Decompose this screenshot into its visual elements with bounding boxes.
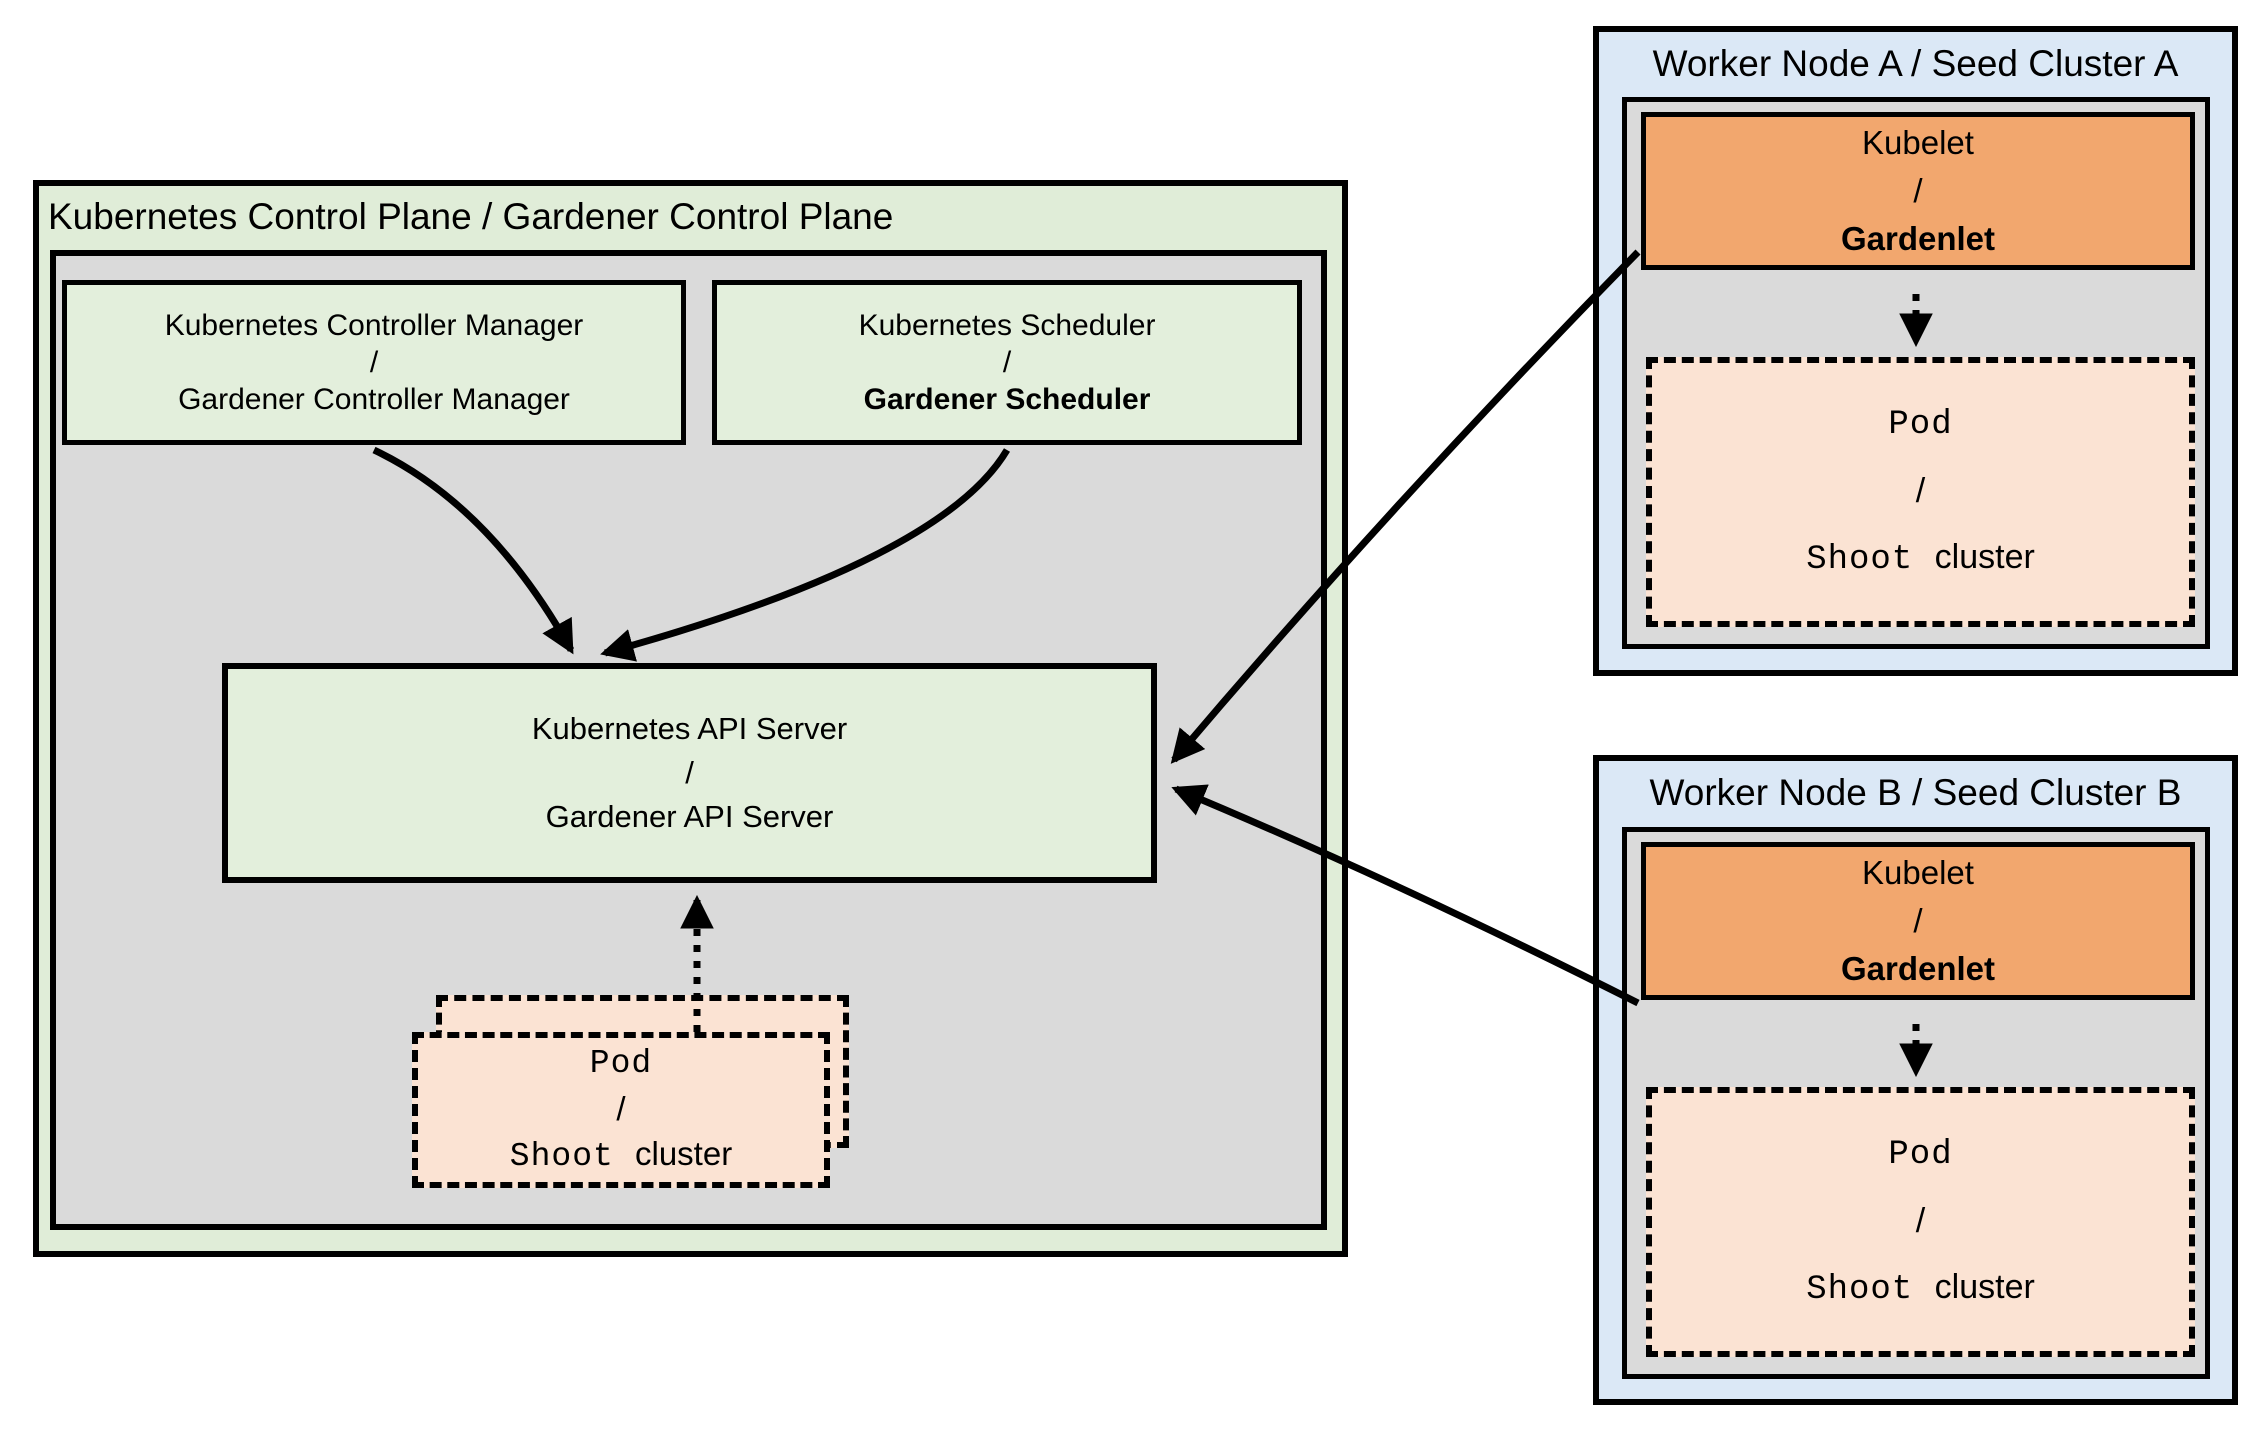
- pod-shoot-cluster-box-front: Pod / Shoot cluster: [412, 1032, 830, 1188]
- api-server-line1: Kubernetes API Server: [531, 711, 848, 746]
- worker-node-b-title: Worker Node B / Seed Cluster B: [1649, 772, 2182, 813]
- pod-b-line1: Pod: [1888, 1135, 1953, 1174]
- controller-manager-separator: /: [369, 346, 379, 379]
- kubelet-a-separator: /: [1913, 172, 1923, 209]
- control-plane-title: Kubernetes Control Plane / Gardener Cont…: [48, 196, 894, 237]
- pod-a-line3-cluster: cluster: [1934, 537, 2035, 576]
- kubelet-b-box: Kubelet / Gardenlet: [1641, 842, 2195, 1000]
- api-server-box: Kubernetes API Server / Gardener API Ser…: [222, 663, 1157, 883]
- kubelet-a-box: Kubelet / Gardenlet: [1641, 112, 2195, 270]
- pod-a-line1: Pod: [1888, 405, 1953, 444]
- api-server-separator: /: [685, 755, 694, 790]
- kubelet-b-separator: /: [1913, 902, 1923, 939]
- pod-line1: Pod: [589, 1045, 653, 1082]
- pod-a-line3-shoot: Shoot: [1806, 540, 1914, 579]
- scheduler-box: Kubernetes Scheduler / Gardener Schedule…: [712, 280, 1302, 445]
- pod-b-line3: Shoot cluster: [1806, 1254, 2035, 1323]
- api-server-line2: Gardener API Server: [545, 799, 834, 834]
- pod-line3-cluster: cluster: [635, 1135, 733, 1172]
- pod-b-line3-cluster: cluster: [1934, 1267, 2035, 1306]
- pod-a-box: Pod / Shoot cluster: [1646, 357, 2195, 627]
- kubelet-b-line3: Gardenlet: [1840, 950, 1996, 987]
- controller-manager-line2: Gardener Controller Manager: [178, 383, 570, 416]
- kubelet-a-line3: Gardenlet: [1840, 220, 1996, 257]
- pod-b-separator: /: [1915, 1201, 1926, 1240]
- kubelet-a-line1: Kubelet: [1862, 124, 1974, 161]
- pod-b-line3-shoot: Shoot: [1806, 1270, 1914, 1309]
- pod-b-box: Pod / Shoot cluster: [1646, 1087, 2195, 1357]
- scheduler-separator: /: [1002, 346, 1012, 379]
- pod-separator: /: [616, 1090, 626, 1127]
- worker-node-a-title: Worker Node A / Seed Cluster A: [1652, 43, 2179, 84]
- pod-a-line3: Shoot cluster: [1806, 524, 2035, 593]
- kubelet-b-line1: Kubelet: [1862, 854, 1974, 891]
- pod-line3: Shoot cluster: [510, 1131, 732, 1179]
- scheduler-line1: Kubernetes Scheduler: [858, 309, 1156, 342]
- pod-line3-shoot: Shoot: [509, 1138, 614, 1175]
- controller-manager-line1: Kubernetes Controller Manager: [164, 309, 584, 342]
- pod-a-separator: /: [1915, 471, 1926, 510]
- scheduler-line2: Gardener Scheduler: [863, 383, 1151, 416]
- controller-manager-box: Kubernetes Controller Manager / Gardener…: [62, 280, 686, 445]
